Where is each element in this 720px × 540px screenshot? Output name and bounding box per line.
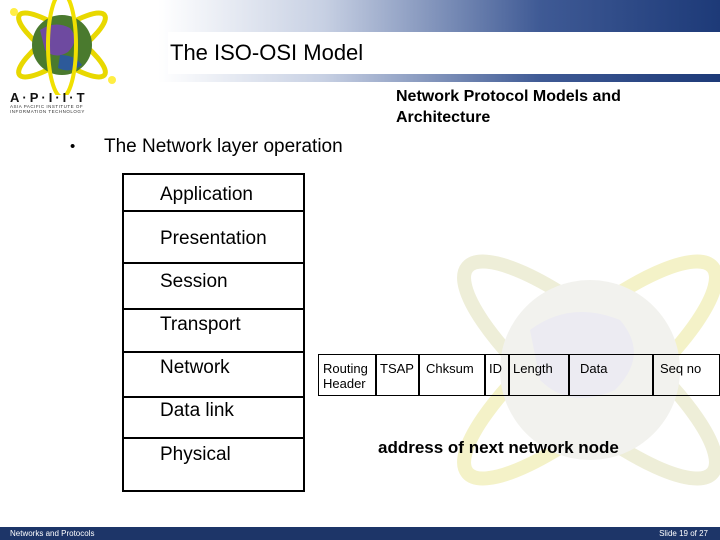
footer-bar (0, 527, 720, 540)
footer-slide-number: Slide 19 of 27 (659, 529, 708, 538)
layer-presentation: Presentation (160, 228, 267, 250)
field-length: Length (513, 361, 553, 376)
packet-header: Routing Header TSAP Chksum ID Length Dat… (318, 354, 720, 396)
layer-network: Network (160, 357, 230, 379)
layer-separator (122, 210, 305, 212)
field-divider (652, 355, 654, 395)
layer-separator (122, 262, 305, 264)
layer-session: Session (160, 271, 228, 293)
field-id: ID (489, 361, 502, 376)
field-routing-label: Routing (323, 361, 368, 376)
globe-logo-icon (0, 0, 120, 95)
page-title: The ISO-OSI Model (170, 40, 363, 66)
field-chksum: Chksum (426, 361, 474, 376)
logo-subtitle: ASIA PACIFIC INSTITUTE OF INFORMATION TE… (10, 104, 110, 114)
field-divider (508, 355, 510, 395)
layer-separator (122, 173, 305, 175)
subtitle: Network Protocol Models and Architecture (396, 86, 621, 128)
subtitle-line-1: Network Protocol Models and (396, 86, 621, 107)
field-divider (568, 355, 570, 395)
globe-watermark-icon (420, 180, 720, 520)
layer-physical: Physical (160, 444, 231, 466)
logo-text: A·P·I·I·T (10, 90, 88, 105)
field-divider (375, 355, 377, 395)
field-routing-sublabel: Header (323, 376, 368, 391)
field-divider (418, 355, 420, 395)
layer-application: Application (160, 184, 253, 206)
subtitle-line-2: Architecture (396, 107, 621, 128)
layer-data-link: Data link (160, 400, 234, 422)
layer-separator (122, 396, 305, 398)
annotation-text: address of next network node (378, 438, 619, 458)
layer-separator (122, 437, 305, 439)
footer-course-title: Networks and Protocols (10, 529, 94, 538)
layer-separator (122, 351, 305, 353)
field-routing: Routing Header (323, 361, 368, 391)
layer-transport: Transport (160, 314, 241, 336)
field-data: Data (580, 361, 607, 376)
bullet-text: The Network layer operation (104, 136, 343, 158)
field-seq-no: Seq no (660, 361, 701, 376)
field-tsap: TSAP (380, 361, 414, 376)
bullet-icon: • (70, 138, 75, 155)
field-divider (484, 355, 486, 395)
layer-separator (122, 308, 305, 310)
